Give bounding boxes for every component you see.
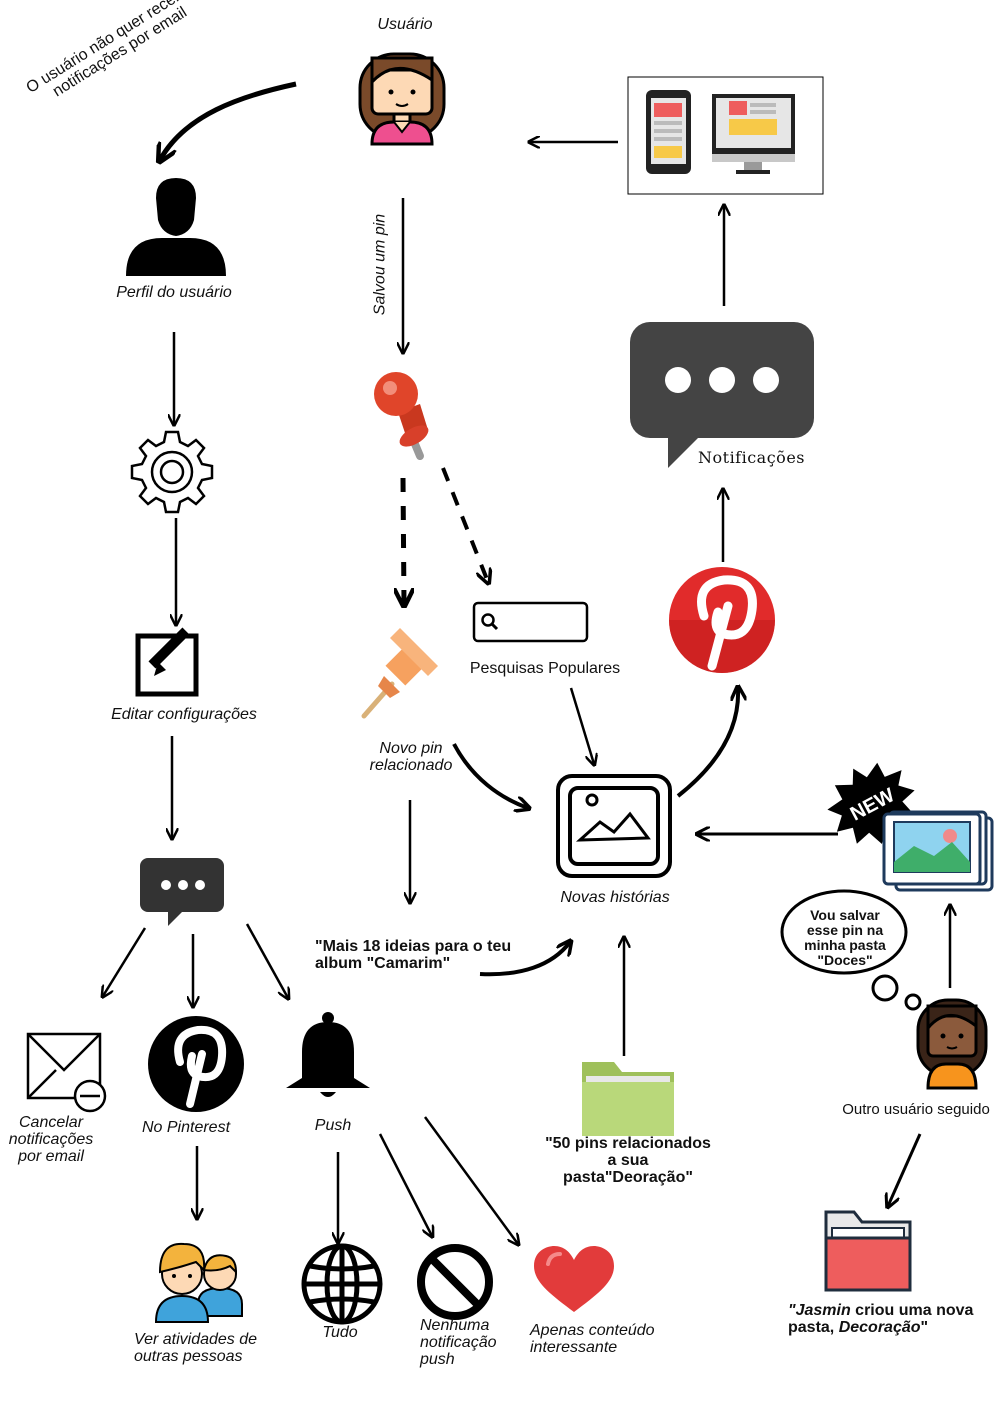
label-tudo: Tudo — [322, 1324, 358, 1341]
label-jasmin-line2: pasta, Decoração" — [788, 1319, 998, 1336]
arrow-dashed-pin-to-search — [441, 467, 488, 582]
arrow-mais18-to-novas — [479, 942, 570, 977]
user-woman-dark-icon — [916, 998, 988, 1090]
arrow-push-to-heart — [423, 1116, 518, 1244]
label-mais18: "Mais 18 ideias para o teu album "Camari… — [315, 938, 535, 972]
pinterest-logo-red-icon — [669, 567, 775, 673]
chat-dots-icon — [140, 858, 224, 926]
label-50-pins: "50 pins relacionados a sua pasta"Deoraç… — [538, 1135, 718, 1186]
label-jasmin-2a: pasta, — [788, 1319, 839, 1336]
label-novas-historias: Novas histórias — [560, 889, 670, 906]
label-cancelar: Cancelar notificações por email — [0, 1114, 102, 1165]
arrow-chat-to-mail — [103, 927, 147, 996]
label-usuario: Usuário — [377, 16, 433, 33]
label-jasmin-2b: Decoração — [838, 1319, 921, 1336]
label-jasmin-mid: criou uma nova — [850, 1302, 974, 1319]
photo-stack-icon — [882, 810, 994, 892]
red-pushpin-icon — [374, 372, 429, 460]
label-push: Push — [314, 1117, 352, 1134]
pinterest-logo-icon — [148, 1016, 244, 1112]
label-cancelar-line3: por email — [18, 1148, 84, 1165]
notification-bubble-icon — [630, 322, 814, 468]
arrow-chat-to-push — [245, 923, 288, 998]
label-50-pins-line3: pasta"Deoração" — [563, 1169, 693, 1186]
label-jasmin: "Jasmin criou uma nova pasta, Decoração" — [788, 1302, 998, 1336]
label-ver-line1: Ver atividades de — [134, 1331, 258, 1348]
label-jasmin-name: "Jasmin — [788, 1302, 851, 1319]
user-silhouette-icon — [126, 178, 226, 276]
label-bubble-line4: "Doces" — [817, 952, 873, 968]
label-nenhuma-line1: Nenhuma — [420, 1317, 490, 1334]
image-frame-icon — [556, 774, 672, 878]
label-salvou: Salvou um pin — [371, 213, 389, 316]
arrow-push-to-none — [378, 1133, 432, 1236]
label-cancelar-line1: Cancelar — [18, 1114, 84, 1131]
label-ver-line2: outras pessoas — [134, 1348, 243, 1365]
mail-cancel-icon — [26, 1032, 107, 1113]
label-bubble-line1: Vou salvar — [810, 907, 880, 923]
label-thought-bubble: Vou salvar esse pin na minha pasta "Doce… — [794, 908, 896, 968]
label-nenhuma: Nenhuma notificação push — [420, 1317, 530, 1368]
label-cancelar-line2: notificações — [8, 1131, 94, 1148]
arrow-novas-to-pinterest — [676, 688, 738, 798]
search-box-icon — [472, 601, 589, 643]
bell-icon — [286, 1012, 370, 1097]
label-mais18-line2: album "Camarim" — [315, 955, 451, 972]
arrow-search-to-novas — [569, 687, 594, 764]
label-novo-pin: Novo pin relacionado — [356, 740, 466, 774]
globe-icon — [301, 1243, 383, 1325]
label-bubble-line3: minha pasta — [804, 937, 886, 953]
label-bubble-line2: esse pin na — [806, 922, 884, 938]
label-jasmin-line1: "Jasmin criou uma nova — [788, 1302, 998, 1319]
users-group-icon — [154, 1242, 243, 1323]
devices-icon — [627, 76, 824, 195]
label-mais18-line1: "Mais 18 ideias para o teu — [315, 938, 512, 955]
label-outro-usuario: Outro usuário seguido — [842, 1101, 990, 1118]
label-jasmin-2c: " — [920, 1319, 929, 1336]
label-nenhuma-line3: push — [420, 1351, 455, 1368]
label-notificacoes: Notificações — [698, 448, 805, 467]
label-novo-pin-line1: Novo pin — [379, 740, 443, 757]
label-50-pins-line2: a sua — [607, 1152, 649, 1169]
no-entry-icon — [417, 1244, 493, 1320]
thought-bubble-icon — [780, 889, 922, 1011]
label-apenas-line2: interessante — [530, 1339, 618, 1356]
gear-icon — [130, 430, 214, 514]
label-no-pinterest: No Pinterest — [141, 1119, 231, 1136]
arrow-novo-to-novas — [452, 743, 528, 808]
label-perfil: Perfil do usuário — [116, 284, 232, 301]
arrow-curve-to-profile — [160, 81, 297, 160]
user-woman-icon — [358, 52, 446, 146]
label-apenas: Apenas conteúdo interessante — [530, 1322, 680, 1356]
label-ver-atividades: Ver atividades de outras pessoas — [134, 1331, 294, 1365]
label-50-pins-line1: "50 pins relacionados — [545, 1135, 711, 1152]
arrow-dashed-pin-to-novo — [403, 477, 404, 604]
edit-icon — [135, 627, 199, 697]
label-apenas-line1: Apenas conteúdo — [530, 1322, 655, 1339]
heart-icon — [534, 1246, 614, 1312]
label-novo-pin-line2: relacionado — [369, 757, 453, 774]
arrow-outro-to-folder — [888, 1133, 922, 1206]
label-nenhuma-line2: notificação — [420, 1334, 497, 1351]
arrows — [103, 81, 950, 1244]
orange-pushpin-icon — [361, 628, 438, 719]
folder-green-icon — [582, 1062, 674, 1136]
label-pesquisas: Pesquisas Populares — [469, 660, 621, 677]
label-editar: Editar configurações — [111, 706, 257, 723]
folder-red-icon — [824, 1210, 912, 1292]
